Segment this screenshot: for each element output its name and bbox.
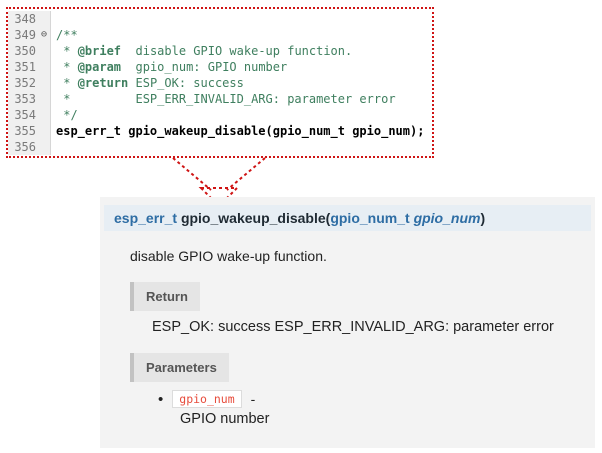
code-text: * @return ESP_OK: success <box>56 76 244 90</box>
code-line: 354 */ <box>8 107 432 123</box>
line-number: 351 <box>8 59 38 75</box>
code-line: 356 <box>8 139 432 155</box>
fold-gutter <box>38 107 51 123</box>
code-line: 349⊖ /** <box>8 27 432 43</box>
return-value-text: ESP_OK: success ESP_ERR_INVALID_ARG: par… <box>152 319 554 335</box>
function-signature: esp_err_t gpio_wakeup_disable(gpio_num_t… <box>104 205 591 231</box>
parameter-item: • gpio_num - <box>158 390 595 408</box>
function-description: disable GPIO wake-up function. <box>130 248 327 264</box>
code-text: /** <box>56 28 78 42</box>
fold-gutter <box>38 59 51 75</box>
code-line: 350 * @brief disable GPIO wake-up functi… <box>8 43 432 59</box>
fold-toggle-icon[interactable]: ⊖ <box>38 27 51 43</box>
line-number: 354 <box>8 107 38 123</box>
code-line: 352 * @return ESP_OK: success <box>8 75 432 91</box>
parameter-description: GPIO number <box>180 411 270 427</box>
bullet-icon: • <box>158 390 164 408</box>
fold-gutter <box>38 11 51 27</box>
code-text: * @param gpio_num: GPIO number <box>56 60 288 74</box>
documentation-panel: esp_err_t gpio_wakeup_disable(gpio_num_t… <box>100 197 595 448</box>
fold-gutter <box>38 75 51 91</box>
code-line: 355 esp_err_t gpio_wakeup_disable(gpio_nu… <box>8 123 432 139</box>
code-line: 348 <box>8 11 432 27</box>
code-line: 353 * ESP_ERR_INVALID_ARG: parameter err… <box>8 91 432 107</box>
fold-gutter <box>38 91 51 107</box>
return-section-label: Return <box>130 282 200 311</box>
code-line: 351 * @param gpio_num: GPIO number <box>8 59 432 75</box>
line-number: 352 <box>8 75 38 91</box>
parameters-section-label: Parameters <box>130 353 229 382</box>
code-text: * @brief disable GPIO wake-up function. <box>56 44 353 58</box>
line-number: 355 <box>8 123 38 139</box>
code-text: * ESP_ERR_INVALID_ARG: parameter error <box>56 92 396 106</box>
line-number: 348 <box>8 11 38 27</box>
fold-gutter <box>38 123 51 139</box>
fold-gutter <box>38 43 51 59</box>
line-number: 353 <box>8 91 38 107</box>
code-text <box>51 11 56 27</box>
code-text: */ <box>56 108 78 122</box>
fold-gutter <box>38 139 51 155</box>
line-number: 350 <box>8 43 38 59</box>
line-number: 349 <box>8 27 38 43</box>
line-number: 356 <box>8 139 38 155</box>
code-text <box>51 139 56 155</box>
code-text: esp_err_t gpio_wakeup_disable(gpio_num_t… <box>56 124 425 138</box>
parameter-separator: - <box>250 391 256 407</box>
parameter-name-chip: gpio_num <box>172 390 242 408</box>
